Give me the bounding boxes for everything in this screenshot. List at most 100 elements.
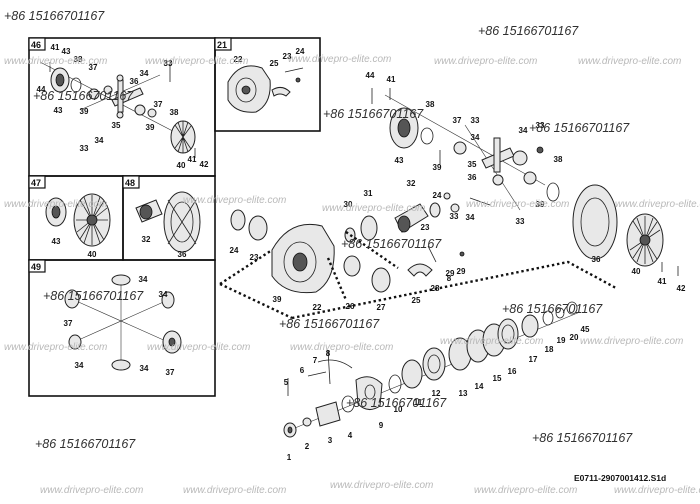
label: 34 (471, 133, 480, 142)
phone-watermark: +86 15166701167 (4, 9, 105, 23)
phone-watermark: +86 15166701167 (35, 437, 136, 451)
label: 7 (313, 356, 318, 365)
site-watermark: www.drivepro-elite.com (288, 54, 391, 65)
phone-watermark: +86 15166701167 (341, 237, 442, 251)
label: 23 (283, 52, 292, 61)
label: 41 (51, 43, 60, 52)
label: 5 (284, 378, 289, 387)
label: 15 (493, 374, 502, 383)
label: 33 (471, 116, 480, 125)
labels-main: 44 41 38 37 33 34 34 33 43 39 35 36 33 3… (230, 71, 686, 462)
label: 30 (344, 200, 353, 209)
site-watermark: www.drivepro-elite.com (4, 199, 107, 210)
label: 45 (581, 325, 590, 334)
label: 22 (313, 303, 322, 312)
label: 42 (677, 284, 686, 293)
phone-watermark: +86 15166701167 (323, 107, 424, 121)
label: 22 (234, 55, 243, 64)
label: 23 (250, 253, 259, 262)
label: 34 (75, 361, 84, 370)
label: 29 (446, 269, 455, 278)
label: 19 (557, 336, 566, 345)
label: 31 (364, 189, 373, 198)
label: 33 (450, 212, 459, 221)
label: 37 (64, 319, 73, 328)
site-watermark: www.drivepro-elite.com (290, 342, 393, 353)
site-watermark: www.drivepro-elite.com (147, 342, 250, 353)
label: 24 (230, 246, 239, 255)
label: 43 (52, 237, 61, 246)
site-watermark: www.drivepro-elite.com (145, 56, 248, 67)
tag-21: 21 (217, 40, 227, 50)
tag-21-box (214, 37, 232, 51)
label: 40 (632, 267, 641, 276)
tag-49: 49 (31, 262, 41, 272)
label: 40 (177, 161, 186, 170)
label: 33 (80, 144, 89, 153)
label: 29 (457, 267, 466, 276)
label: 37 (154, 100, 163, 109)
label: 3 (328, 436, 333, 445)
label: 43 (395, 156, 404, 165)
label: 36 (178, 250, 187, 259)
inset-frames (28, 37, 321, 397)
label: 38 (426, 100, 435, 109)
label: 34 (466, 213, 475, 222)
phone-watermark: +86 15166701167 (532, 431, 633, 445)
label: 36 (592, 255, 601, 264)
label: 37 (89, 63, 98, 72)
label: 25 (412, 296, 421, 305)
watermarks: +86 15166701167 +86 15166701167 +86 1516… (4, 9, 700, 496)
label: 12 (432, 389, 441, 398)
inset-tags: 46 21 47 48 49 (28, 37, 232, 273)
label: 1 (287, 453, 292, 462)
label: 41 (658, 277, 667, 286)
flange-9-shape (355, 376, 383, 410)
label: 24 (296, 47, 305, 56)
label: 23 (421, 223, 430, 232)
inset-46-art (39, 60, 196, 158)
label: 9 (379, 421, 384, 430)
labels-inset-49: 34 37 34 34 37 34 (64, 275, 175, 377)
label: 27 (377, 303, 386, 312)
label: 34 (139, 275, 148, 284)
label: 39 (536, 200, 545, 209)
main-upper-diff-art (371, 88, 560, 211)
inset-47-art (45, 193, 111, 247)
site-watermark: www.drivepro-elite.com (183, 195, 286, 206)
label: 25 (270, 59, 279, 68)
label: 38 (170, 108, 179, 117)
main-pinion-art (344, 197, 491, 243)
label: 4 (348, 431, 353, 440)
site-watermark: www.drivepro-elite.com (322, 203, 425, 214)
phone-watermark: +86 15166701167 (478, 24, 579, 38)
label: 38 (554, 155, 563, 164)
inset-21-frame (214, 37, 321, 132)
phone-watermark: +86 15166701167 (346, 396, 447, 410)
assembly-dotted-lines (219, 248, 617, 320)
inset-48-art (135, 191, 201, 253)
ring-gear-main-shape (572, 184, 618, 260)
label: 34 (95, 136, 104, 145)
tag-46-box (28, 37, 46, 51)
phone-watermark: +86 15166701167 (279, 317, 380, 331)
site-watermark: www.drivepro-elite.com (40, 485, 143, 496)
label: 33 (516, 217, 525, 226)
labels-inset-46: 41 43 38 37 44 43 39 33 34 35 36 33 34 3… (37, 43, 209, 170)
label: 36 (468, 173, 477, 182)
phone-watermark: +86 15166701167 (43, 289, 144, 303)
label: 35 (112, 121, 121, 130)
label: 26 (346, 302, 355, 311)
label: 24 (433, 191, 442, 200)
label: 8 (326, 349, 331, 358)
label: 8 (447, 274, 452, 283)
label: 40 (88, 250, 97, 259)
label: 17 (529, 355, 538, 364)
label: 37 (166, 368, 175, 377)
label: 14 (475, 382, 484, 391)
label: 11 (414, 398, 423, 407)
label: 2 (305, 442, 310, 451)
label: 32 (142, 235, 151, 244)
label: 16 (508, 367, 517, 376)
